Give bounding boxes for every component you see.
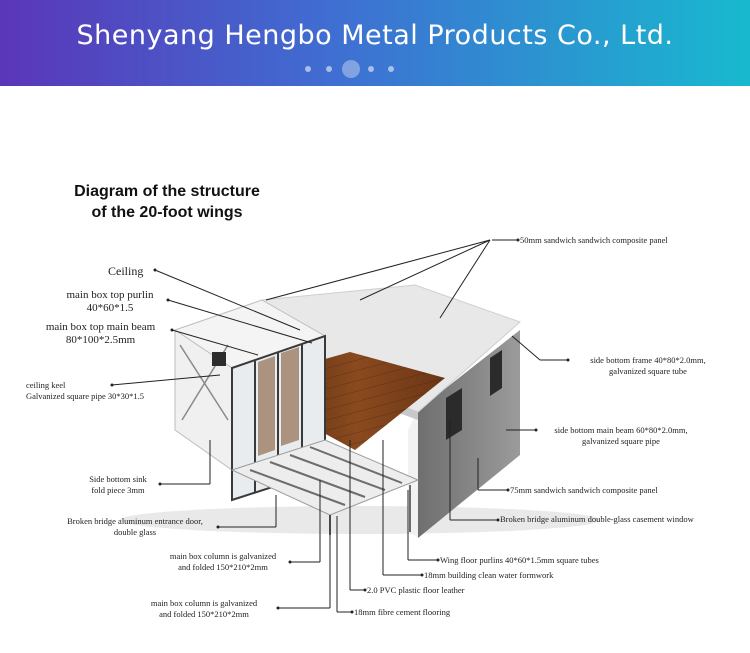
label-ceiling-keel-line1: ceiling keel: [26, 380, 66, 390]
label-entrance-door: Broken bridge aluminum entrance door, do…: [50, 516, 220, 538]
label-column-a: main box column is galvanized and folded…: [156, 551, 290, 573]
label-bottom-frame: side bottom frame 40*80*2.0mm, galvanize…: [570, 355, 726, 377]
label-ceiling: Ceiling: [108, 264, 144, 278]
label-column-b-line2: and folded 150*210*2mm: [159, 609, 249, 619]
floor-purlin: [289, 454, 386, 491]
callout-lines: [111, 239, 568, 613]
label-top-purlin-line1: main box top purlin: [66, 289, 154, 301]
carousel-dot[interactable]: [368, 66, 374, 72]
label-formwork: 18mm building clean water formwork: [424, 570, 554, 580]
label-top-beam: main box top main beam 80*100*2.5mm: [28, 321, 173, 347]
label-casement-window: Broken bridge aluminum double-glass case…: [500, 514, 694, 524]
label-top-purlin-line2: 40*60*1.5: [86, 302, 134, 314]
floor-purlin: [309, 446, 403, 484]
brace: [179, 344, 229, 421]
wing-floor-frame: [230, 439, 420, 516]
carousel-dot[interactable]: [326, 66, 332, 72]
floor-purlin: [249, 469, 346, 506]
label-entrance-door-line1: Broken bridge aluminum entrance door,: [67, 516, 203, 526]
label-side-sink: Side bottom sink fold piece 3mm: [76, 474, 160, 496]
floor-purlin: [269, 461, 366, 498]
label-top-beam-line2: 80*100*2.5mm: [65, 334, 136, 346]
carousel-dot[interactable]: [305, 66, 311, 72]
label-column-a-line1: main box column is galvanized: [169, 551, 277, 561]
carousel-dot-active[interactable]: [342, 60, 360, 78]
label-ceiling-keel: ceiling keel Galvanized square pipe 30*3…: [26, 380, 144, 402]
diagram-title-line1: Diagram of the structure: [74, 183, 260, 200]
label-cement-floor: 18mm fibre cement flooring: [354, 607, 451, 617]
label-floor-leather: 2.0 PVC plastic floor leather: [367, 585, 465, 595]
label-ceiling-keel-line2: Galvanized square pipe 30*30*1.5: [26, 391, 145, 401]
label-side-sink-line1: Side bottom sink: [89, 474, 147, 484]
door-reflection: [281, 347, 299, 446]
header-banner: Shenyang Hengbo Metal Products Co., Ltd.: [0, 0, 750, 86]
label-wall-panel: 75mm sandwich sandwich composite panel: [510, 485, 658, 495]
company-name: Shenyang Hengbo Metal Products Co., Ltd.: [76, 20, 674, 51]
label-bottom-frame-line2: galvanized square tube: [609, 366, 687, 376]
small-window-icon: [212, 352, 226, 366]
carousel-dot[interactable]: [388, 66, 394, 72]
label-column-a-line2: and folded 150*210*2mm: [178, 562, 268, 572]
callout-endpoints: [110, 238, 570, 614]
label-column-b-line1: main box column is galvanized: [150, 598, 258, 608]
label-top-purlin: main box top purlin 40*60*1.5: [50, 289, 170, 315]
label-bottom-main-beam: side bottom main beam 60*80*2.0mm, galva…: [538, 425, 704, 447]
label-roof-panel: 50mm sandwich sandwich composite panel: [520, 235, 668, 245]
label-column-b: main box column is galvanized and folded…: [132, 598, 276, 620]
label-top-beam-line1: main box top main beam: [45, 321, 156, 333]
door-reflection: [258, 356, 275, 456]
carousel-indicator[interactable]: [303, 60, 447, 78]
label-floor-purlins: Wing floor purlins 40*60*1.5mm square tu…: [440, 555, 599, 565]
label-bottom-frame-line1: side bottom frame 40*80*2.0mm,: [590, 355, 706, 365]
label-entrance-door-line2: double glass: [113, 527, 157, 537]
diagram-title-line2: of the 20-foot wings: [91, 204, 243, 221]
label-side-sink-line2: fold piece 3mm: [91, 485, 145, 495]
window-icon: [490, 350, 502, 396]
label-bottom-main-beam-line2: galvanized square pipe: [582, 436, 660, 446]
label-bottom-main-beam-line1: side bottom main beam 60*80*2.0mm,: [554, 425, 688, 435]
diagram-title: Diagram of the structure of the 20-foot …: [52, 181, 282, 223]
